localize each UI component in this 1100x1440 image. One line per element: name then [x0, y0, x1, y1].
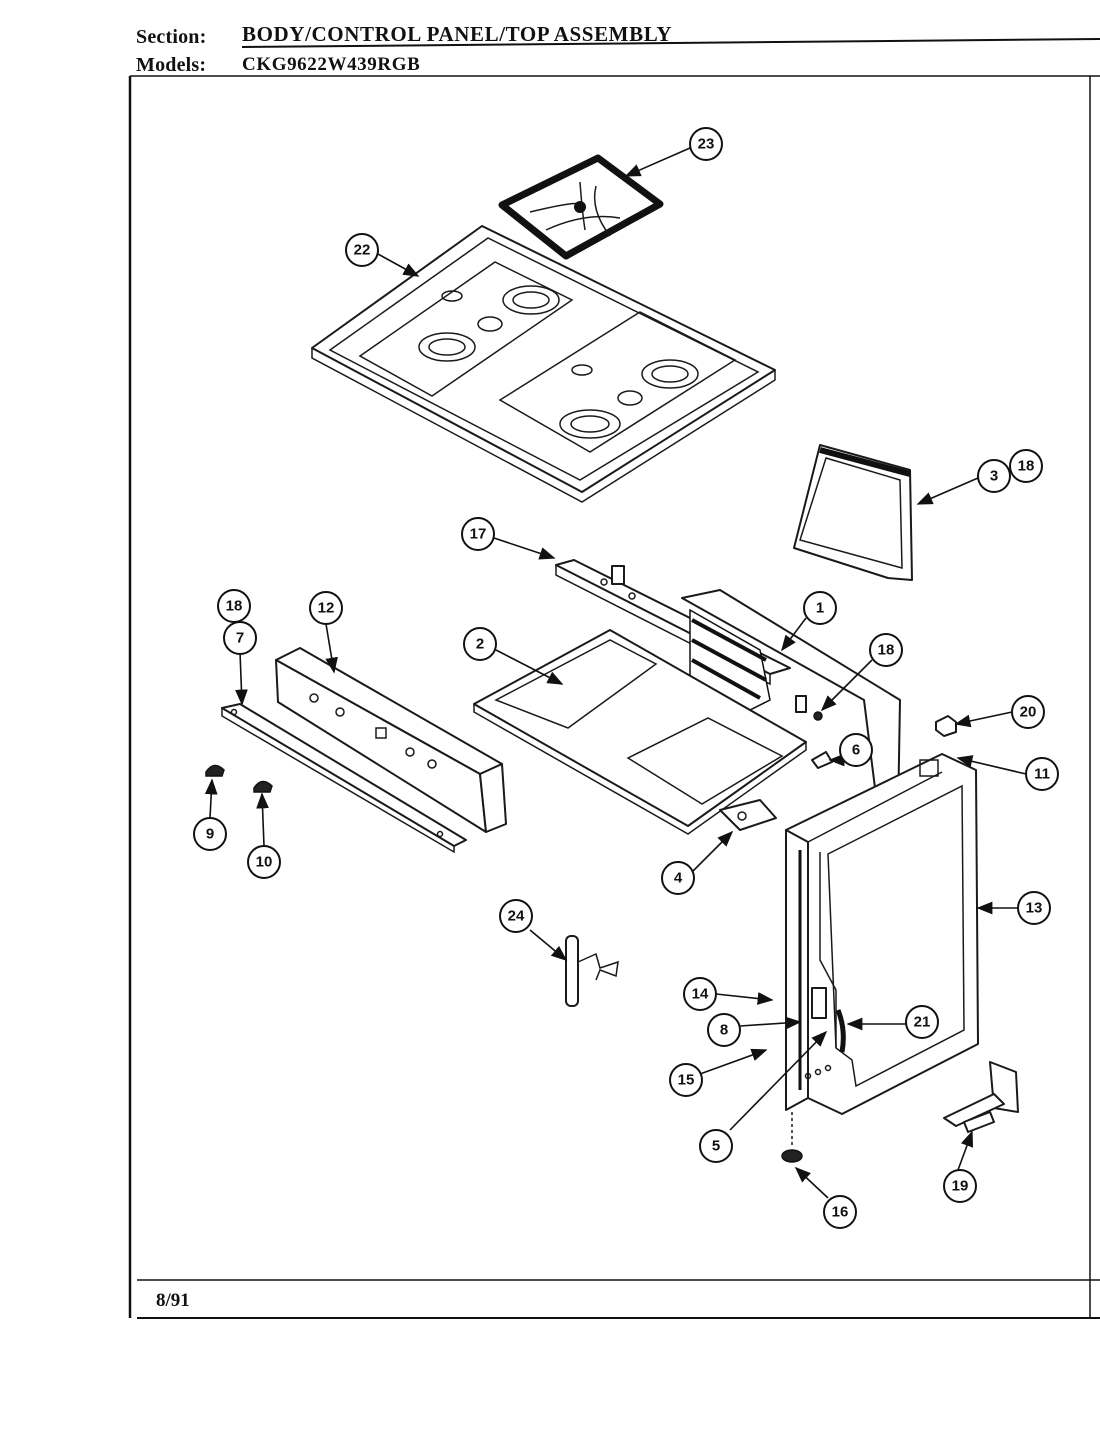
foot-16: [781, 1112, 803, 1163]
svg-text:2: 2: [476, 636, 484, 653]
callout-5: 5: [699, 1129, 733, 1163]
knob-9: [205, 764, 225, 777]
svg-text:21: 21: [914, 1014, 931, 1031]
svg-text:22: 22: [354, 242, 371, 259]
callout-4: 4: [661, 861, 695, 895]
callout-1: 1: [803, 591, 837, 625]
callout-17: 17: [461, 517, 495, 551]
svg-text:1: 1: [816, 600, 824, 617]
svg-text:11: 11: [1034, 766, 1050, 783]
svg-text:8: 8: [720, 1022, 728, 1039]
cooktop: [311, 225, 776, 503]
svg-text:14: 14: [692, 986, 709, 1003]
section-title: BODY/CONTROL PANEL/TOP ASSEMBLY: [242, 22, 673, 46]
support-bracket: [719, 799, 777, 831]
callout-24: 24: [499, 899, 533, 933]
callout-13: 13: [1017, 891, 1051, 925]
callout-3: 3: [977, 459, 1011, 493]
callout-14: 14: [683, 977, 717, 1011]
svg-text:23: 23: [698, 136, 715, 153]
callout-11: 11: [1025, 757, 1059, 791]
callout-20: 20: [1011, 695, 1045, 729]
svg-text:10: 10: [256, 854, 273, 871]
svg-text:24: 24: [508, 908, 525, 925]
svg-text:18: 18: [1018, 458, 1035, 475]
callout-19: 19: [943, 1169, 977, 1203]
model-number: CKG9622W439RGB: [242, 54, 421, 75]
svg-text:18: 18: [878, 642, 895, 659]
callout-9: 9: [193, 817, 227, 851]
svg-text:9: 9: [206, 826, 214, 843]
svg-text:18: 18: [226, 598, 243, 615]
control-panel: [785, 753, 979, 1115]
callout-18-top: 18: [1009, 449, 1043, 483]
svg-text:12: 12: [318, 600, 335, 617]
svg-text:17: 17: [470, 526, 487, 543]
models-label: Models:: [136, 54, 207, 76]
igniter-24: [565, 935, 619, 1007]
callout-7: 7: [223, 621, 257, 655]
svg-text:7: 7: [236, 630, 244, 647]
leader-lines: [204, 147, 1027, 1199]
svg-text:16: 16: [832, 1204, 849, 1221]
clip-6: [811, 751, 833, 769]
section-label: Section:: [136, 26, 207, 48]
callout-10: 10: [247, 845, 281, 879]
screw-18: [813, 711, 823, 721]
side-panel-part: [793, 444, 913, 581]
svg-text:20: 20: [1020, 704, 1037, 721]
svg-text:4: 4: [674, 870, 683, 887]
burner-grate: [498, 154, 664, 260]
svg-text:3: 3: [990, 468, 998, 485]
knob-10: [253, 780, 273, 793]
callout-18-mid: 18: [869, 633, 903, 667]
callout-21: 21: [905, 1005, 939, 1039]
svg-text:15: 15: [678, 1072, 695, 1089]
callout-18-left: 18: [217, 589, 251, 623]
callout-2: 2: [463, 627, 497, 661]
callout-23: 23: [689, 127, 723, 161]
rear-panel: [275, 647, 507, 833]
callout-12: 12: [309, 591, 343, 625]
callout-16: 16: [823, 1195, 857, 1229]
callout-8: 8: [707, 1013, 741, 1047]
callout-15: 15: [669, 1063, 703, 1097]
callout-6: 6: [839, 733, 873, 767]
svg-text:5: 5: [712, 1138, 720, 1155]
svg-text:13: 13: [1026, 900, 1043, 917]
lower-rail: [221, 703, 467, 854]
callout-22: 22: [345, 233, 379, 267]
page-frame: [128, 38, 1100, 1319]
svg-text:6: 6: [852, 742, 860, 759]
side-bracket-19: [943, 1061, 1019, 1133]
cap-20: [935, 715, 957, 737]
revision-date: 8/91: [156, 1290, 190, 1311]
svg-text:19: 19: [952, 1178, 969, 1195]
